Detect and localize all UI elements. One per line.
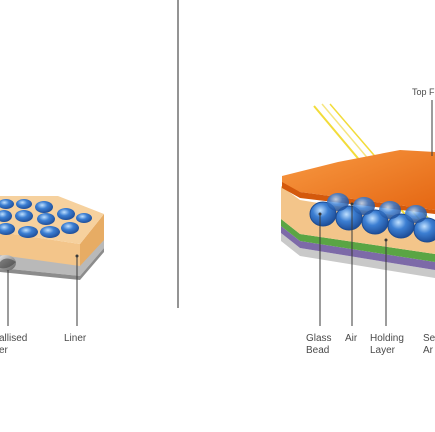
bead bbox=[15, 210, 33, 222]
bead-back bbox=[353, 197, 375, 215]
leader-air-dot bbox=[350, 202, 354, 206]
bead bbox=[35, 201, 53, 213]
label-top: Top F bbox=[412, 87, 435, 97]
left-base-grey-layer bbox=[0, 238, 104, 276]
bead bbox=[0, 210, 12, 222]
right-orange-top-film bbox=[282, 150, 435, 210]
right-green-layer bbox=[281, 219, 435, 262]
bead bbox=[0, 199, 14, 209]
bead bbox=[37, 213, 55, 225]
left-panel: allised er Liner bbox=[0, 196, 104, 356]
leader-holding-layer-dot bbox=[384, 238, 388, 242]
bead-back bbox=[379, 201, 401, 219]
bead bbox=[387, 213, 415, 239]
label-liner: Liner bbox=[64, 333, 87, 344]
label-holding-layer-line2: Layer bbox=[370, 345, 396, 356]
left-tan-right-face bbox=[80, 214, 104, 266]
right-glass-beads bbox=[309, 193, 435, 243]
right-panel: Top F Glass Bead Air Holding Layer Se Ar bbox=[281, 87, 435, 356]
bead bbox=[61, 222, 79, 234]
bead bbox=[57, 208, 75, 220]
right-purple-layer bbox=[281, 226, 435, 270]
label-se-line2: Ar bbox=[423, 345, 434, 356]
bead bbox=[361, 209, 389, 235]
leader-liner-dot bbox=[75, 254, 79, 258]
label-glass-bead-line2: Bead bbox=[306, 345, 329, 356]
label-holding-layer-line1: Holding bbox=[370, 333, 404, 344]
bead bbox=[16, 199, 32, 209]
label-se-line1: Se bbox=[423, 333, 435, 344]
left-glass-beads bbox=[0, 199, 92, 238]
leader-glass-bead-dot bbox=[318, 212, 322, 216]
bead bbox=[335, 205, 363, 231]
bead bbox=[40, 226, 60, 238]
metallised-bead-dark-shadow bbox=[0, 258, 16, 269]
right-grey-base-layer bbox=[281, 233, 435, 278]
left-bottom-edge bbox=[0, 248, 104, 280]
label-glass-bead-line1: Glass bbox=[306, 333, 332, 344]
bead bbox=[76, 213, 92, 223]
bead bbox=[18, 226, 38, 238]
label-air: Air bbox=[345, 333, 358, 344]
label-metallised-line1: allised bbox=[0, 333, 27, 344]
left-tan-side-face bbox=[0, 232, 80, 266]
bead-back bbox=[405, 205, 427, 223]
bead bbox=[309, 201, 337, 227]
bead bbox=[0, 223, 15, 235]
bead-back bbox=[327, 193, 349, 211]
label-metallised-line2: er bbox=[0, 345, 9, 356]
bead bbox=[413, 217, 435, 243]
